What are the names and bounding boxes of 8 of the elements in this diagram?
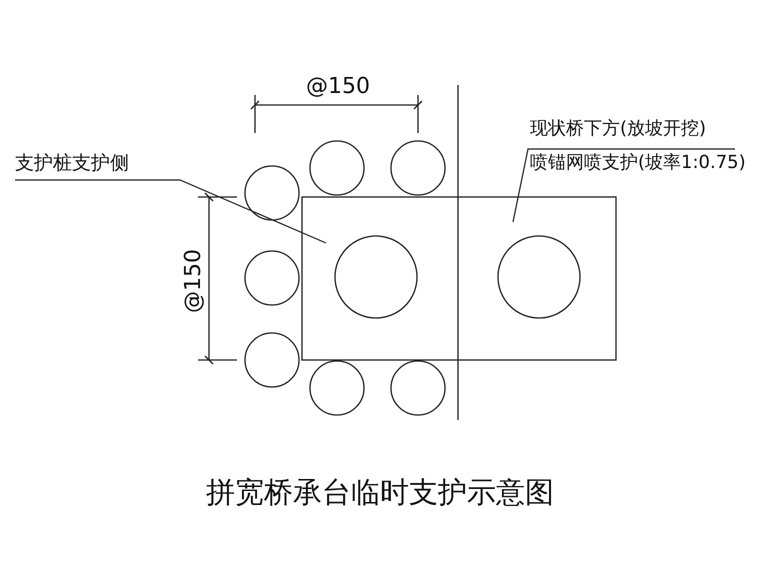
diagram-title: 拼宽桥承台临时支护示意图 (205, 478, 555, 507)
dimension-text: @150 (306, 76, 370, 98)
leader-line (512, 148, 735, 222)
leader-line (15, 179, 326, 244)
annotation-text: 现状桥下方(放坡开挖) (530, 120, 706, 138)
dimension-text: @150 (183, 249, 205, 313)
annotation-text: 喷锚网喷支护(坡率1:0.75) (530, 154, 746, 172)
annotation-text: 支护桩支护侧 (15, 154, 129, 173)
